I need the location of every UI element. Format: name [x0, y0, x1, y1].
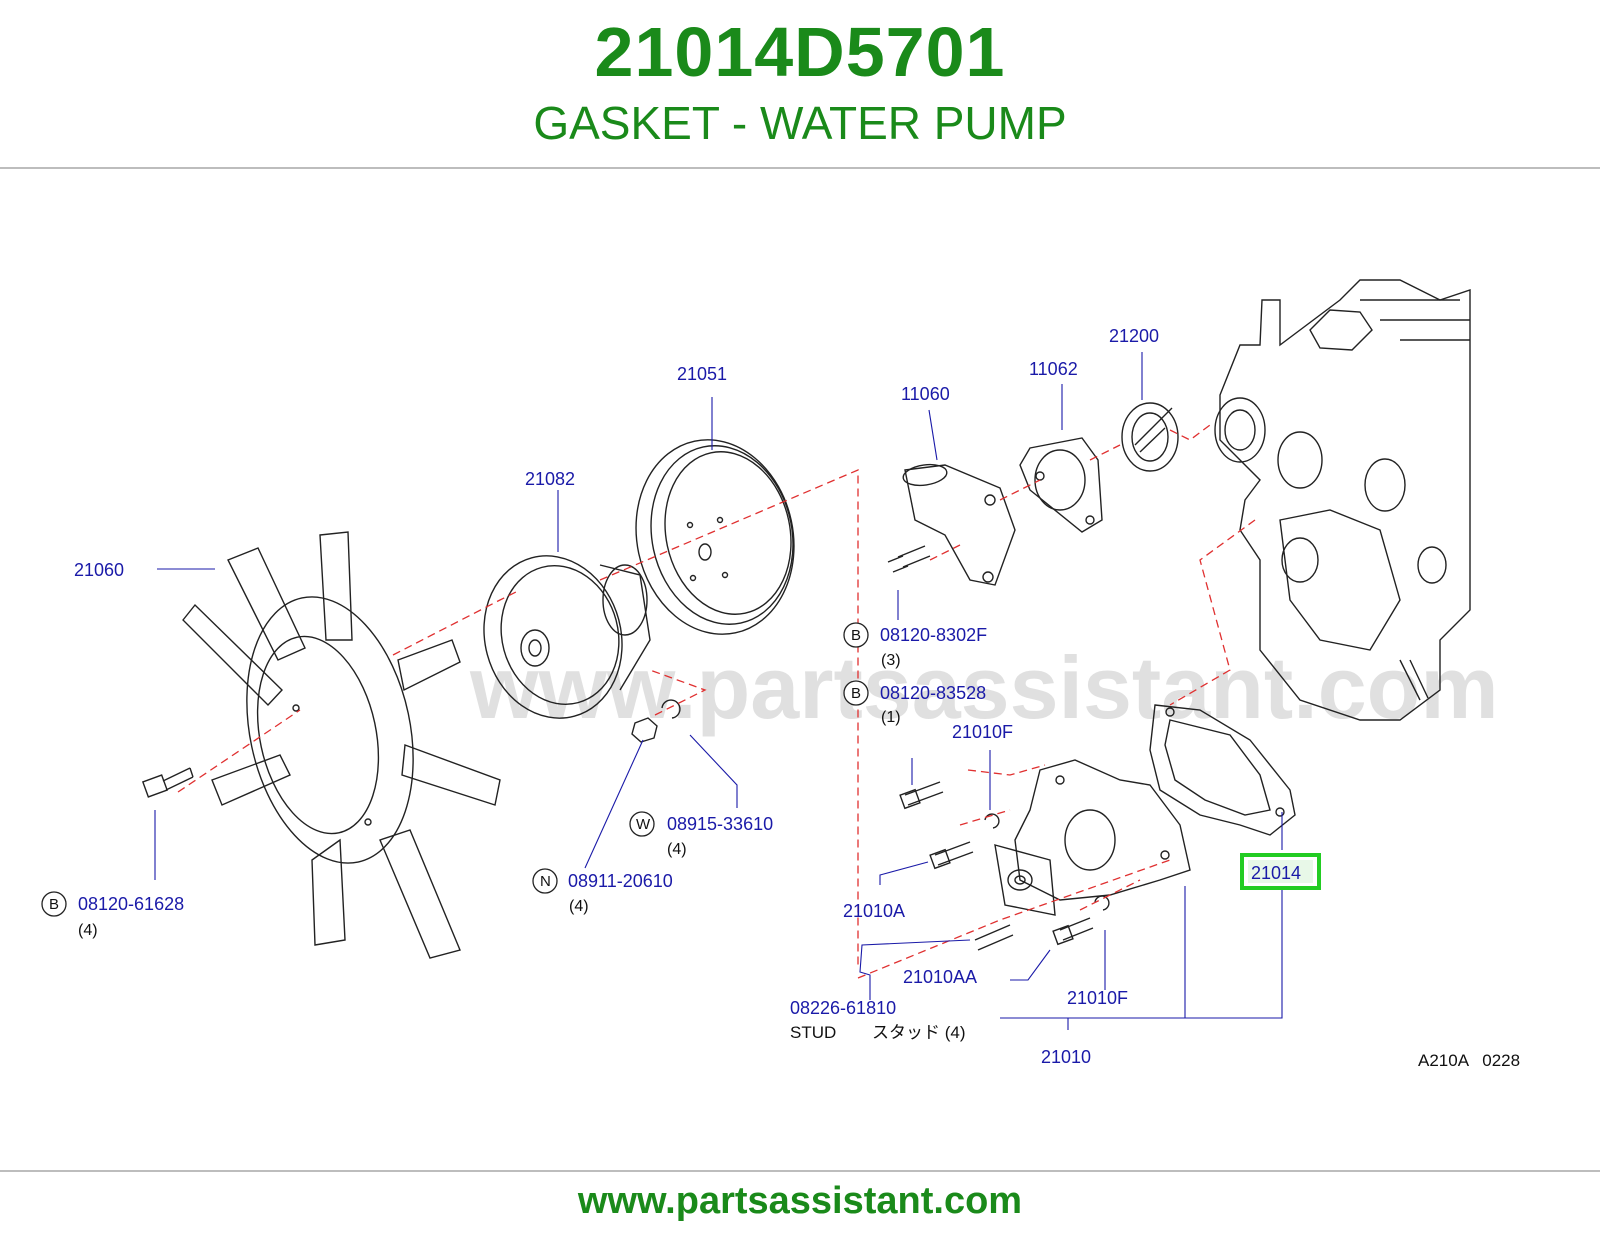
pump-bolts-drawing [899, 781, 1110, 951]
fastener-prefix: W [636, 816, 651, 833]
fastener-08120-83528: B 08120-83528 (1) [843, 680, 986, 726]
fastener-qty: (3) [881, 652, 901, 669]
fastener-08911-20610: N 08911-20610 (4) [532, 868, 673, 915]
engine-block-drawing [1214, 279, 1471, 721]
fastener-number: 08120-8302F [880, 625, 987, 645]
label-21051: 21051 [677, 364, 727, 384]
fastener-qty: (4) [569, 898, 589, 915]
footer-divider [0, 1170, 1600, 1172]
fastener-qty: (4) [667, 841, 687, 858]
fastener-prefix: B [49, 896, 59, 913]
label-08226-61810: 08226-61810 [790, 998, 896, 1018]
label-11060: 11060 [901, 384, 950, 404]
pulley-drawing [635, 439, 795, 635]
diagram-code: A210A 0228 [1418, 1051, 1520, 1070]
nut-washer-drawing [631, 699, 681, 743]
outlet-gasket-drawing [1019, 437, 1103, 533]
fastener-number: 08120-83528 [880, 683, 986, 703]
fan-drawing [182, 531, 501, 959]
fastener-number: 08120-61628 [78, 894, 184, 914]
highlight-fill [1248, 860, 1313, 883]
leader-lines [154, 352, 1283, 1030]
parts-diagram: www.partsassistant.com [41, 279, 1520, 1070]
fastener-number: 08911-20610 [568, 871, 673, 891]
label-21060: 21060 [74, 560, 124, 580]
fastener-08120-61628: B 08120-61628 (4) [41, 891, 184, 939]
fastener-08915-33610: W 08915-33610 (4) [629, 811, 773, 858]
label-21200: 21200 [1109, 326, 1159, 346]
thermostat-drawing [1121, 402, 1179, 472]
fastener-qty: (4) [78, 922, 98, 939]
fastener-prefix: B [851, 685, 861, 702]
label-21082: 21082 [525, 469, 575, 489]
label-21010A: 21010A [843, 901, 905, 921]
fastener-qty: (1) [881, 709, 901, 726]
stud-label-en: STUD [790, 1023, 836, 1042]
label-21010AA: 21010AA [903, 967, 977, 987]
fastener-08120-8302F: B 08120-8302F (3) [843, 622, 987, 669]
label-21010F-top: 21010F [952, 722, 1013, 742]
stud-label-jp: スタッド (4) [872, 1023, 966, 1042]
label-21014-highlighted[interactable]: 21014 [1251, 863, 1301, 883]
water-outlet-drawing [887, 463, 1016, 586]
fastener-prefix: N [540, 873, 551, 890]
fastener-prefix: B [851, 627, 861, 644]
fastener-number: 08915-33610 [667, 814, 773, 834]
part-name-title: GASKET - WATER PUMP [533, 97, 1067, 149]
fan-clutch-drawing [483, 555, 651, 719]
water-pump-gasket-drawing [1149, 704, 1296, 836]
label-21010: 21010 [1041, 1047, 1091, 1067]
footer-url[interactable]: www.partsassistant.com [577, 1180, 1023, 1222]
label-11062: 11062 [1029, 359, 1078, 379]
assembly-dashed-lines [177, 424, 1256, 979]
fan-bolt-drawing [141, 767, 194, 798]
label-21010F-bottom: 21010F [1067, 988, 1128, 1008]
water-pump-drawing [994, 759, 1191, 916]
part-number-title: 21014D5701 [594, 13, 1006, 91]
header-divider [0, 167, 1600, 169]
